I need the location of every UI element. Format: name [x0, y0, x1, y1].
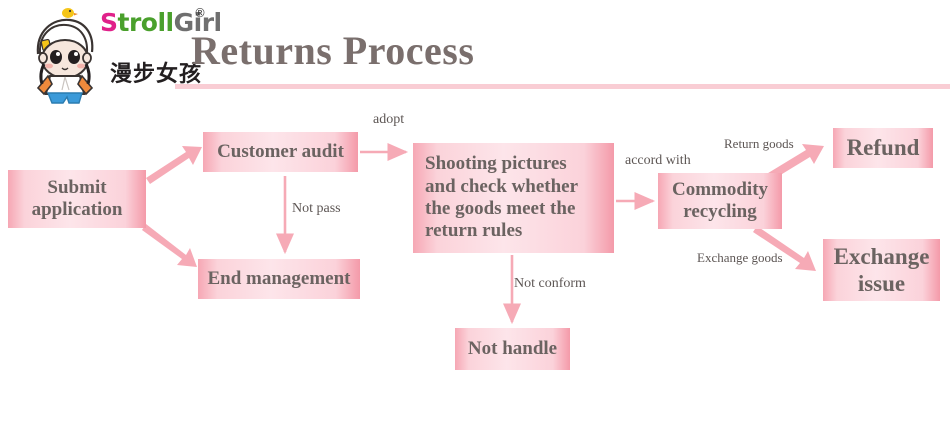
edge-label-not-conform: Not conform [514, 276, 586, 291]
arrow-submit-to-end-management [142, 224, 197, 267]
brand-girl-text: Girl [173, 8, 223, 37]
edge-label-accord-with: accord with [625, 153, 691, 168]
node-label: Refund [846, 135, 920, 161]
registered-trademark-icon: ® [194, 6, 206, 20]
brand-letter-s: S [100, 8, 118, 37]
node-not-handle[interactable]: Not handle [455, 328, 570, 370]
node-customer-audit[interactable]: Customer audit [203, 132, 358, 172]
brand-wordmark: StrollGirl [100, 10, 222, 35]
edge-label-adopt: adopt [373, 112, 405, 127]
edge-label-not-pass: Not pass [292, 201, 341, 216]
page-title: Returns Process [191, 28, 475, 73]
title-divider [175, 84, 950, 89]
node-label: Customer audit [217, 140, 344, 162]
node-label: End management [207, 267, 351, 289]
edge-label-return-goods: Return goods [724, 136, 794, 151]
strollgirl-logo: StrollGirl ® 漫步女孩 [22, 4, 222, 104]
arrow-submit-to-audit [146, 146, 202, 184]
mascot-illustration [36, 8, 94, 104]
brand-chinese-name: 漫步女孩 [110, 61, 203, 87]
node-refund[interactable]: Refund [833, 128, 933, 168]
brand-troll-text: troll [117, 8, 175, 37]
node-end-management[interactable]: End management [198, 259, 360, 299]
node-label: Not handle [467, 337, 558, 359]
edge-label-exchange-goods: Exchange goods [697, 250, 783, 265]
